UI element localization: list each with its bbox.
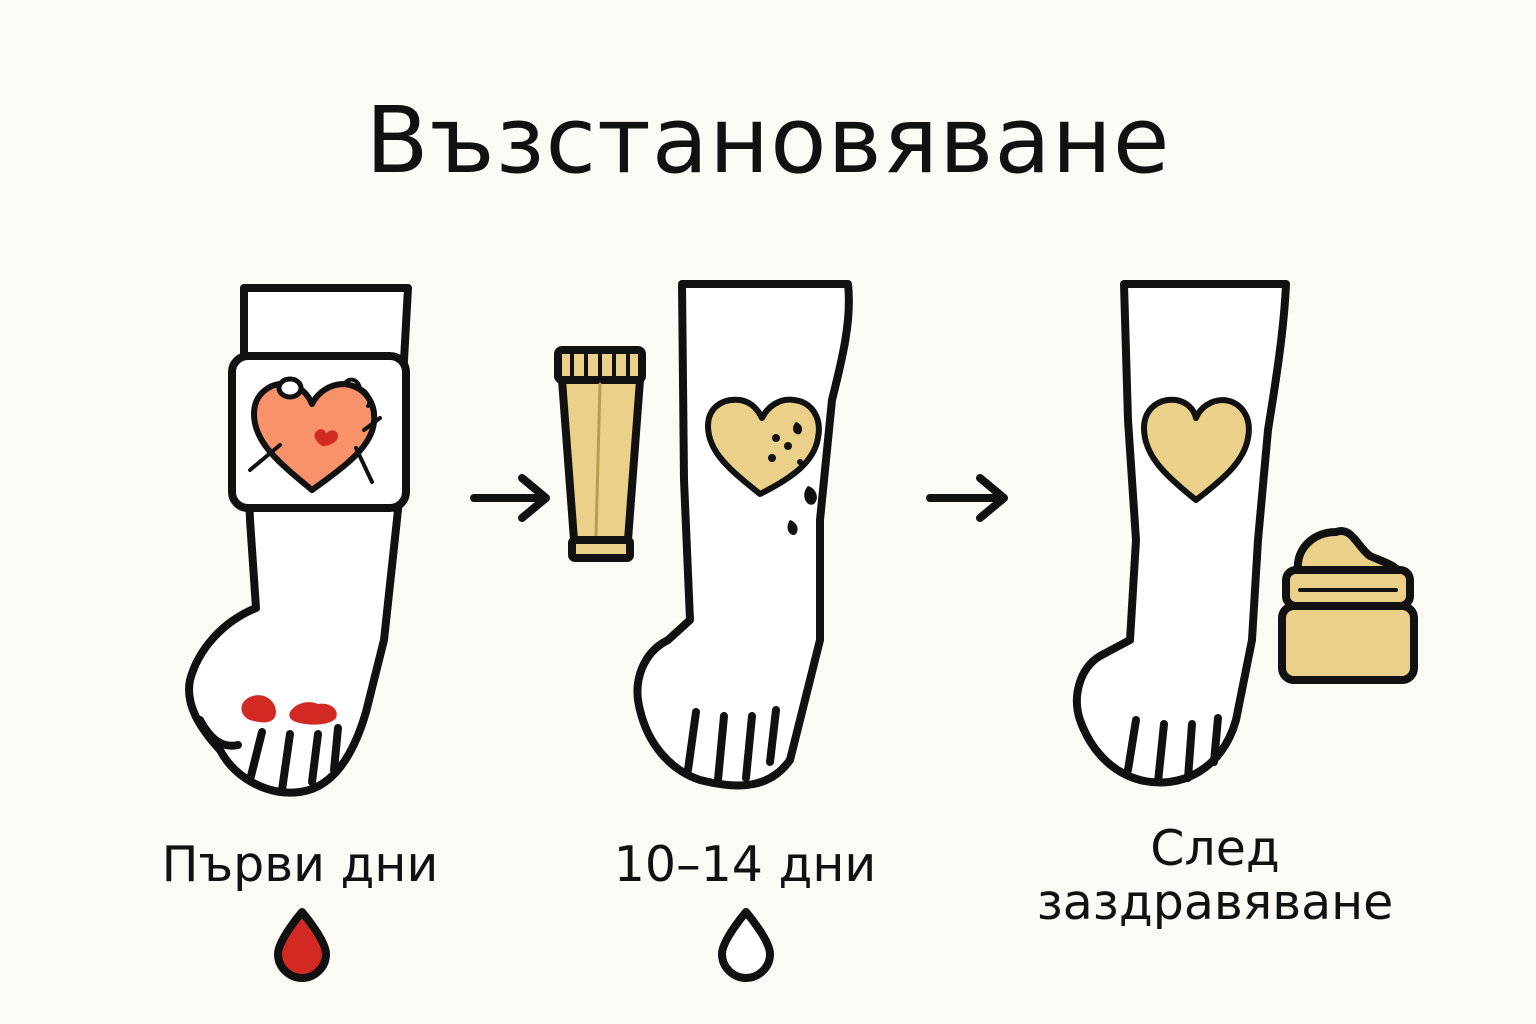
tattoo-scratch [248,443,282,472]
hand-finger [330,724,342,774]
hand-finger [742,712,756,782]
healed-tattoo-heart [1141,396,1252,503]
flake-dot [784,442,792,450]
stage-3-label-line-2: заздравяване [1036,874,1394,931]
flake-dot [772,434,780,442]
hand-thumb [196,716,242,750]
arrow-right-icon [926,474,1008,522]
hand-finger [766,706,780,766]
drip [787,520,798,535]
stage-3-arm [1072,280,1290,787]
stage-2-arm [633,280,853,790]
hand-finger [684,708,700,774]
arm-outline [633,280,853,790]
page-title: Възстановяване [365,87,1171,194]
drip [804,486,817,505]
hand-finger [308,730,322,786]
stage-2-label: 10–14 дни [613,836,877,893]
hand-finger [1210,714,1222,766]
arrow-right-icon [470,474,550,522]
hand-finger [1154,720,1168,786]
flake-dot [797,459,803,465]
drip [793,422,803,435]
water-drop-icon [718,908,774,982]
hand-finger [1124,716,1140,774]
cream-jar-icon [1278,527,1418,684]
stage-3-label-line-1: След [1150,820,1280,877]
tattoo-scab [342,377,372,408]
blood-drop-icon [274,908,330,982]
blood-spot [314,429,338,446]
flake-dot [768,454,776,462]
blood-spot-hand [241,695,276,723]
hand-finger [714,712,728,784]
hand-finger [1184,720,1196,782]
stage-3-label: След заздравяване [1000,822,1430,930]
stage-1-label: Първи дни [161,836,439,893]
ointment-tube-icon [554,346,646,562]
hand-finger [278,730,294,794]
blood-spot-hand [289,702,337,725]
healing-tattoo-heart [705,396,822,497]
tattoo-scab [276,376,304,400]
tattoo-scratch [362,416,382,432]
stage-1-arm [185,284,412,797]
arm-outline [1072,280,1290,787]
hand-finger [246,728,266,784]
tattoo-scratch [354,446,374,484]
